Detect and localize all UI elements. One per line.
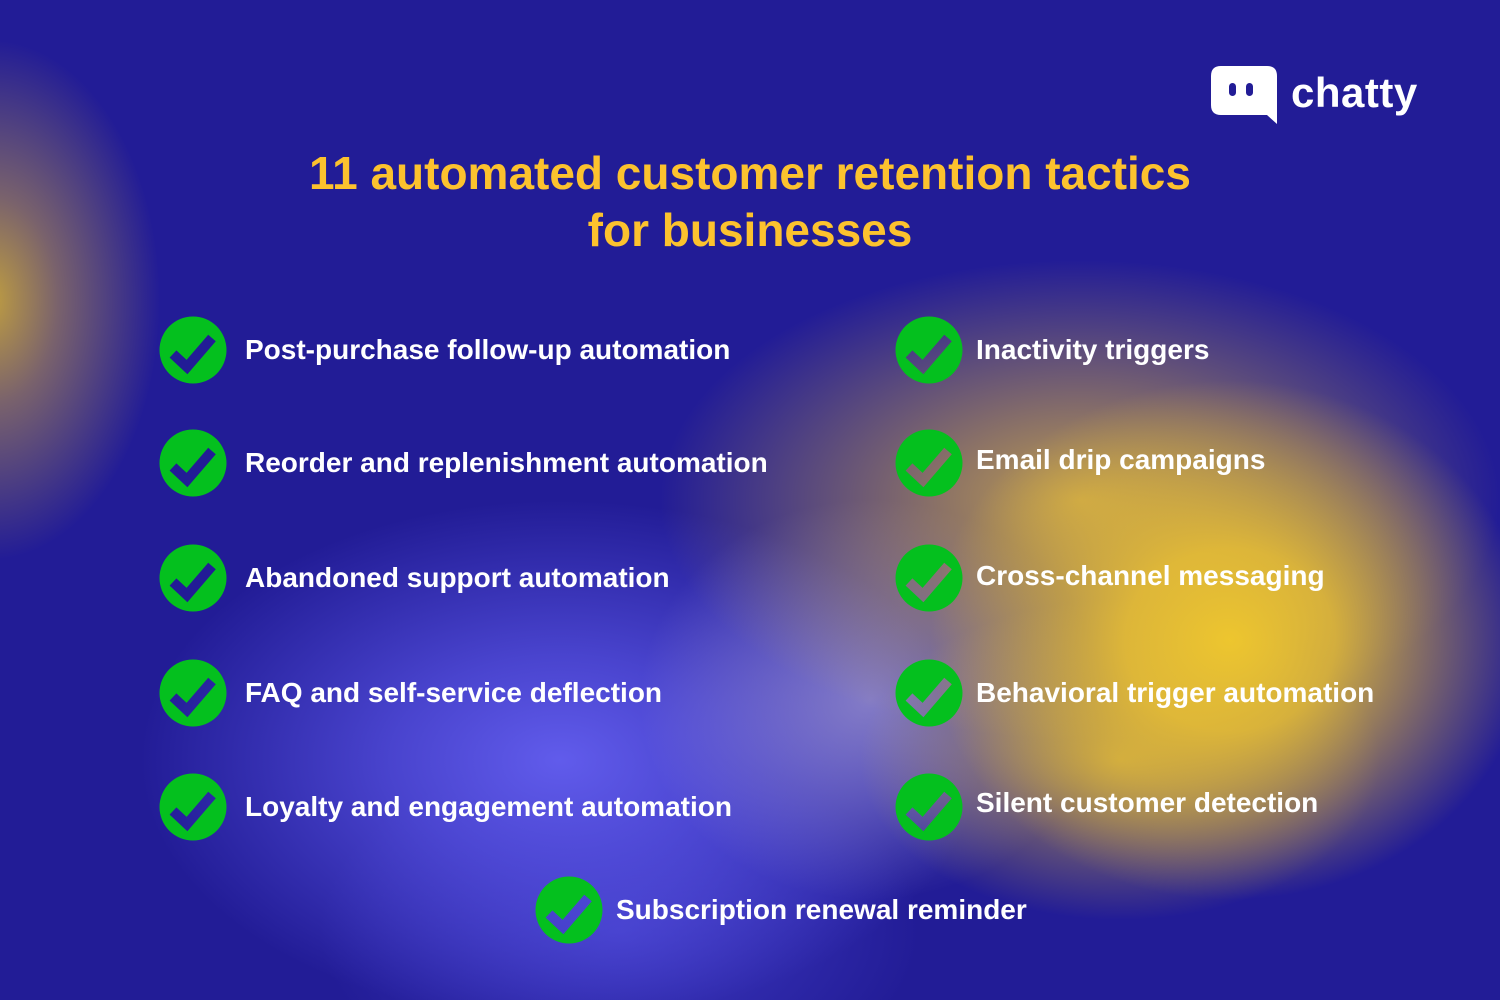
check-circle-icon bbox=[159, 659, 227, 727]
tactic-item: Post-purchase follow-up automation bbox=[159, 316, 730, 384]
title-line-1: 11 automated customer retention tactics bbox=[309, 147, 1191, 199]
tactic-item: Email drip campaigns bbox=[895, 429, 1265, 497]
tactic-label: Behavioral trigger automation bbox=[976, 677, 1375, 708]
chatty-logo: chatty bbox=[1211, 66, 1418, 126]
tactic-label: Abandoned support automation bbox=[245, 562, 670, 593]
tactic-label: Email drip campaigns bbox=[976, 444, 1266, 475]
tactic-label: FAQ and self-service deflection bbox=[245, 677, 663, 708]
tactic-item: Silent customer detection bbox=[895, 773, 1318, 841]
tactic-label: Silent customer detection bbox=[976, 787, 1319, 818]
brand-name: chatty bbox=[1291, 69, 1418, 116]
tactic-item: Subscription renewal reminder bbox=[535, 876, 1027, 944]
tactic-item: Cross-channel messaging bbox=[895, 544, 1325, 612]
chat-bubble-icon bbox=[1211, 66, 1277, 126]
tactic-label: Inactivity triggers bbox=[976, 334, 1210, 365]
title-line-2: for businesses bbox=[587, 204, 913, 256]
check-circle-icon bbox=[895, 429, 963, 497]
page-title: 11 automated customer retention tactics … bbox=[0, 145, 1500, 259]
check-circle-icon bbox=[159, 773, 227, 841]
tactic-item: Loyalty and engagement automation bbox=[159, 773, 732, 841]
tactic-label: Post-purchase follow-up automation bbox=[245, 334, 731, 365]
check-circle-icon bbox=[895, 544, 963, 612]
tactic-label: Reorder and replenishment automation bbox=[245, 447, 768, 478]
tactic-item: FAQ and self-service deflection bbox=[159, 659, 662, 727]
check-circle-icon bbox=[895, 659, 963, 727]
check-circle-icon bbox=[895, 316, 963, 384]
tactic-item: Behavioral trigger automation bbox=[895, 659, 1374, 727]
check-circle-icon bbox=[895, 773, 963, 841]
tactic-label: Subscription renewal reminder bbox=[616, 894, 1027, 925]
tactic-label: Loyalty and engagement automation bbox=[245, 791, 732, 822]
tactic-item: Reorder and replenishment automation bbox=[159, 429, 768, 497]
tactic-item: Abandoned support automation bbox=[159, 544, 670, 612]
tactic-item: Inactivity triggers bbox=[895, 316, 1209, 384]
check-circle-icon bbox=[159, 544, 227, 612]
check-circle-icon bbox=[159, 316, 227, 384]
check-circle-icon bbox=[159, 429, 227, 497]
check-circle-icon bbox=[535, 876, 603, 944]
tactic-label: Cross-channel messaging bbox=[976, 560, 1325, 591]
